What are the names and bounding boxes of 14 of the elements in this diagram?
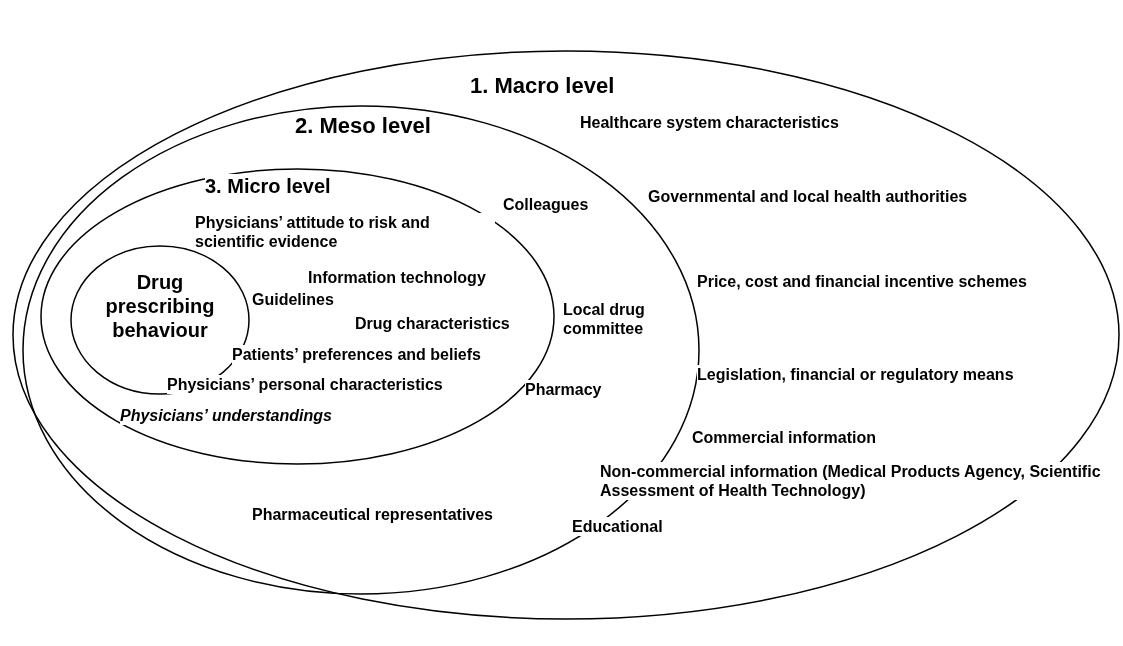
factor-label: Price, cost and financial incentive schemes (697, 272, 1027, 291)
level-ellipse (12, 50, 1120, 620)
factor-label: Physicians’ personal characteristics (167, 375, 443, 394)
factor-label: Healthcare system characteristics (580, 113, 839, 132)
factor-label: Legislation, financial or regulatory means (697, 365, 1014, 384)
factor-label: Information technology (308, 268, 486, 287)
factor-label: Colleagues (503, 195, 589, 214)
factor-label: Drug characteristics (355, 314, 510, 333)
factor-label: Physicians’ understandings (120, 406, 332, 425)
center-label: Drug prescribing behaviour (104, 270, 216, 342)
factor-label: Pharmaceutical representatives (252, 505, 493, 524)
factor-label: Patients’ preferences and beliefs (232, 345, 481, 364)
factor-label: Educational (572, 517, 663, 536)
factor-label: Pharmacy (525, 380, 602, 399)
